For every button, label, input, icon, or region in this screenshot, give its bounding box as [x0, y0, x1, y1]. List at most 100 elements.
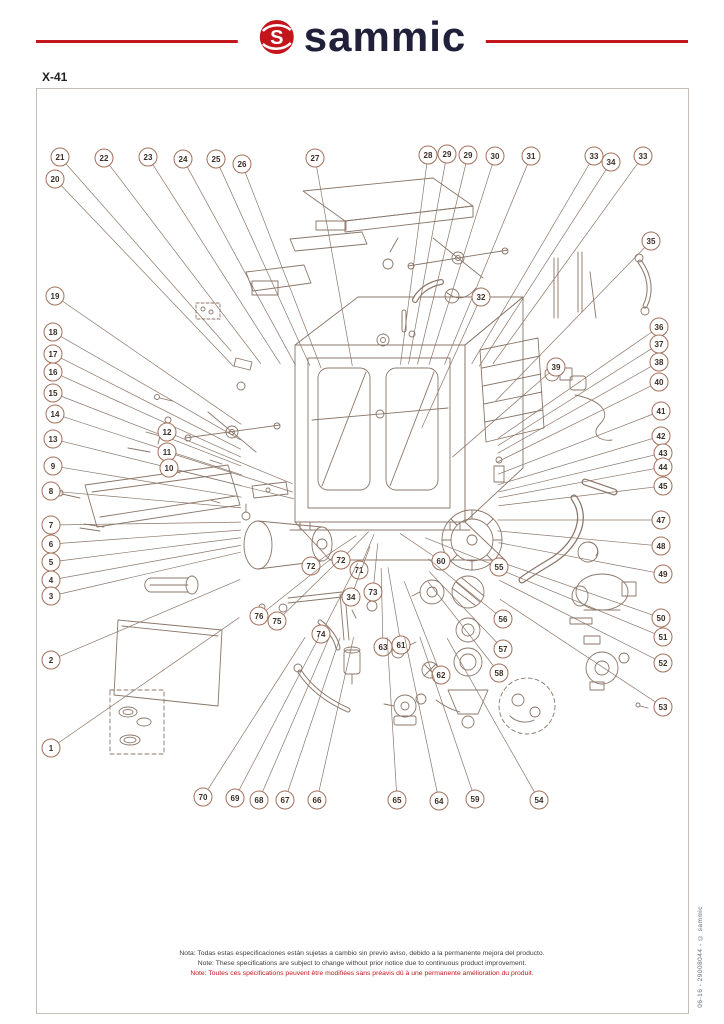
sammic-logo-icon: S	[259, 20, 294, 54]
callout-17: 17	[43, 344, 242, 450]
callout-62: 62	[403, 581, 451, 685]
svg-text:16: 16	[49, 368, 58, 377]
callout-76: 76	[249, 557, 333, 626]
svg-text:20: 20	[51, 175, 60, 184]
callout-29: 29	[417, 145, 478, 365]
exploded-diagram-art	[56, 177, 652, 755]
callout-48: 48	[497, 530, 671, 556]
callout-29: 29	[408, 144, 457, 365]
callout-4: 4	[41, 545, 241, 590]
svg-text:36: 36	[655, 323, 664, 332]
svg-text:68: 68	[255, 796, 264, 805]
svg-text:34: 34	[347, 593, 356, 602]
callout-1: 1	[41, 617, 240, 758]
callout-42: 42	[497, 426, 671, 486]
svg-text:50: 50	[657, 614, 666, 623]
svg-text:27: 27	[311, 154, 320, 163]
callout-33: 33	[471, 146, 604, 365]
svg-text:63: 63	[379, 643, 388, 652]
callout-22: 22	[94, 148, 262, 365]
svg-text:24: 24	[179, 155, 188, 164]
callout-73: 73	[363, 543, 383, 602]
callout-64: 64	[404, 637, 449, 811]
callout-44: 44	[498, 457, 673, 499]
callout-30: 30	[428, 146, 505, 365]
callout-57: 57	[428, 571, 513, 659]
svg-text:33: 33	[639, 152, 648, 161]
callout-72: 72	[331, 531, 369, 570]
callout-18: 18	[43, 322, 241, 441]
svg-text:28: 28	[424, 151, 433, 160]
svg-text:35: 35	[647, 237, 656, 246]
svg-text:71: 71	[355, 566, 364, 575]
svg-text:21: 21	[56, 153, 65, 162]
svg-text:41: 41	[657, 407, 666, 416]
svg-text:30: 30	[491, 152, 500, 161]
svg-text:54: 54	[535, 796, 544, 805]
callout-69: 69	[225, 636, 320, 808]
svg-text:1: 1	[49, 744, 54, 753]
callout-66: 66	[307, 637, 354, 810]
callout-38: 38	[497, 352, 669, 454]
note-fr: Note: Toutes ces spécifications peuvent …	[190, 969, 534, 977]
callout-16: 16	[43, 362, 242, 458]
svg-text:23: 23	[144, 153, 153, 162]
callout-34: 34	[341, 546, 371, 607]
svg-text:48: 48	[657, 542, 666, 551]
svg-text:7: 7	[49, 521, 54, 530]
callout-11: 11	[157, 442, 293, 493]
callout-75: 75	[267, 558, 341, 631]
svg-text:56: 56	[499, 615, 508, 624]
svg-text:11: 11	[163, 448, 172, 457]
callout-20: 20	[45, 169, 234, 367]
svg-text:72: 72	[307, 562, 316, 571]
svg-text:43: 43	[659, 449, 668, 458]
callout-12: 12	[157, 422, 293, 485]
callout-2: 2	[41, 579, 241, 670]
callout-51: 51	[498, 568, 673, 647]
svg-text:66: 66	[313, 796, 322, 805]
svg-text:74: 74	[317, 630, 326, 639]
svg-text:33: 33	[590, 152, 599, 161]
callout-33: 33	[492, 146, 653, 364]
logo-letter: S	[270, 27, 283, 49]
callout-71: 71	[349, 534, 375, 580]
svg-text:47: 47	[657, 516, 666, 525]
callout-53: 53	[499, 598, 673, 717]
callout-60: 60	[399, 533, 451, 571]
callout-70: 70	[193, 636, 306, 807]
callout-21: 21	[50, 147, 232, 352]
callout-7: 7	[41, 515, 241, 535]
callout-61: 61	[387, 567, 411, 655]
svg-text:55: 55	[495, 563, 504, 572]
svg-text:75: 75	[273, 617, 282, 626]
callout-5: 5	[41, 537, 241, 572]
callout-65: 65	[386, 636, 407, 810]
svg-text:69: 69	[231, 794, 240, 803]
svg-text:73: 73	[369, 588, 378, 597]
svg-text:18: 18	[49, 328, 58, 337]
svg-text:8: 8	[49, 487, 54, 496]
callout-72: 72	[301, 535, 357, 576]
callout-47: 47	[497, 510, 671, 530]
svg-text:67: 67	[281, 796, 290, 805]
sammic-logo: S sammic	[237, 16, 487, 58]
svg-text:4: 4	[49, 576, 54, 585]
svg-text:3: 3	[49, 592, 54, 601]
callout-39: 39	[452, 357, 566, 458]
page-border-frame	[36, 88, 689, 1014]
footer-notes: Nota: Todas estas especificaciones están…	[0, 949, 724, 979]
callout-26: 26	[232, 154, 322, 369]
svg-text:29: 29	[443, 150, 452, 159]
callout-56: 56	[428, 558, 513, 629]
svg-text:32: 32	[477, 293, 486, 302]
svg-text:51: 51	[659, 633, 668, 642]
svg-text:72: 72	[337, 556, 346, 565]
svg-text:52: 52	[659, 659, 668, 668]
note-es: Nota: Todas estas especificaciones están…	[179, 950, 545, 957]
svg-text:76: 76	[255, 612, 264, 621]
svg-text:10: 10	[165, 464, 174, 473]
svg-text:58: 58	[495, 669, 504, 678]
